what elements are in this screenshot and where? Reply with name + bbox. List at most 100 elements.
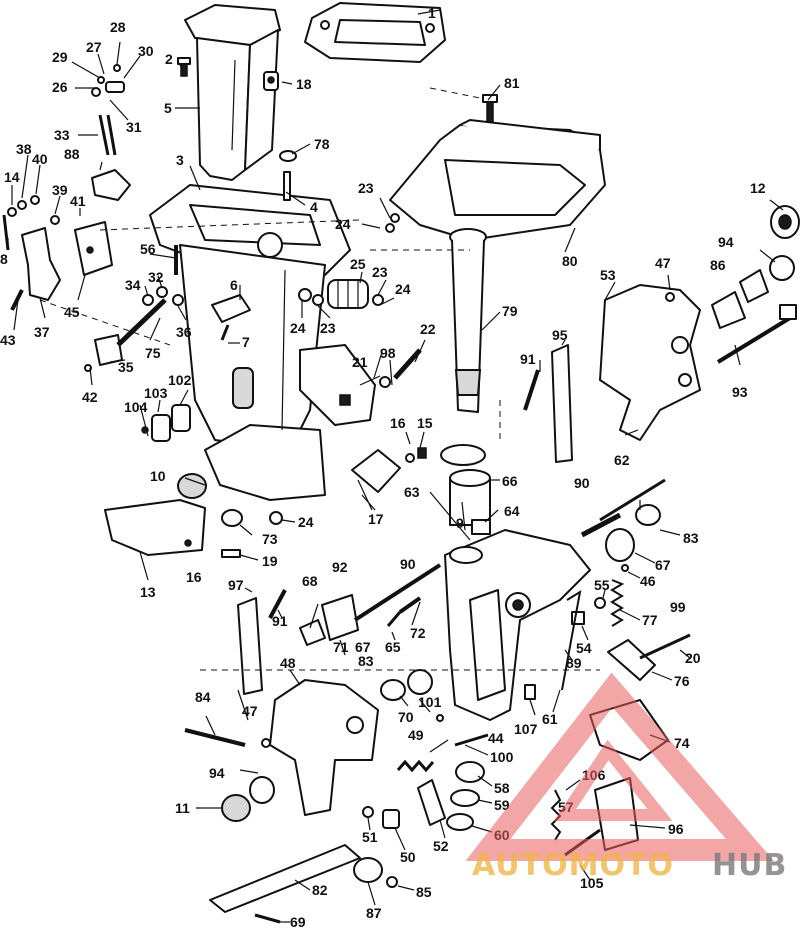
- part-screw-101: [436, 714, 444, 722]
- callout-54: 54: [576, 640, 592, 656]
- part-plates-102-103: [141, 404, 191, 442]
- part-small-hardware-left: [2, 195, 60, 251]
- callout-2: 2: [165, 51, 173, 67]
- part-bushing-66: [449, 469, 491, 526]
- callout-24c: 24: [290, 320, 306, 336]
- callout-68: 68: [302, 573, 318, 589]
- callout-88: 88: [64, 146, 80, 162]
- part-bushing-67b: [407, 669, 433, 695]
- part-grommet-73: [221, 509, 243, 527]
- callout-107: 107: [514, 721, 538, 737]
- callout-18: 18: [296, 76, 312, 92]
- callout-73: 73: [262, 531, 278, 547]
- callout-75: 75: [145, 345, 161, 361]
- callout-6: 6: [230, 277, 238, 293]
- part-fitting-107: [524, 684, 536, 700]
- callout-85: 85: [416, 884, 432, 900]
- part-nut-85: [386, 876, 398, 888]
- part-fitting-18: [263, 71, 279, 91]
- callout-28: 28: [110, 19, 126, 35]
- part-spring-77: [610, 579, 625, 627]
- callout-20: 20: [685, 650, 701, 666]
- callout-84: 84: [195, 689, 211, 705]
- part-nut-94a: [769, 255, 795, 281]
- callout-97: 97: [228, 577, 244, 593]
- callout-24b: 24: [395, 281, 411, 297]
- callout-102: 102: [168, 372, 192, 388]
- callout-25: 25: [350, 256, 366, 272]
- part-washer-83a: [635, 504, 661, 526]
- callout-19: 19: [262, 553, 278, 569]
- callout-104: 104: [124, 399, 148, 415]
- part-clamp-bracket-53: [599, 284, 701, 441]
- callout-16b: 16: [186, 569, 202, 585]
- part-clip-71: [299, 619, 326, 646]
- part-bushing-67a: [605, 528, 635, 562]
- part-oring-59: [450, 789, 480, 807]
- callout-79: 79: [502, 303, 518, 319]
- part-screw-19: [221, 549, 241, 558]
- callout-17: 17: [368, 511, 384, 527]
- callout-37: 37: [34, 324, 50, 340]
- callout-99: 99: [670, 599, 686, 615]
- callout-100: 100: [490, 749, 514, 765]
- watermark-text-hub: HUB: [712, 848, 787, 883]
- part-stud-4: [283, 171, 291, 201]
- callout-46: 46: [640, 573, 656, 589]
- callout-64: 64: [504, 503, 520, 519]
- callout-89: 89: [566, 655, 582, 671]
- watermark-triangle-icon: [465, 672, 775, 861]
- callout-95: 95: [552, 327, 568, 343]
- callout-4: 4: [310, 199, 318, 215]
- callout-23: 23: [358, 180, 374, 196]
- callout-83: 83: [683, 530, 699, 546]
- part-swivel-bracket-9: [444, 529, 591, 721]
- callout-103: 103: [144, 385, 168, 401]
- part-link-89: [561, 589, 582, 691]
- callout-90: 90: [574, 475, 590, 491]
- callout-34: 34: [125, 277, 141, 293]
- part-bushing-58: [455, 761, 485, 783]
- callout-47: 47: [655, 255, 671, 271]
- part-bar-82: [209, 844, 361, 913]
- callout-12: 12: [750, 180, 766, 196]
- callout-90b: 90: [400, 556, 416, 572]
- part-bolt-47a: [665, 292, 675, 302]
- callout-30: 30: [138, 43, 154, 59]
- callout-48: 48: [280, 655, 296, 671]
- part-block-50: [382, 809, 400, 829]
- callout-24: 24: [335, 216, 351, 232]
- callout-55: 55: [594, 577, 610, 593]
- callout-67b: 67: [355, 639, 371, 655]
- callout-76: 76: [674, 673, 690, 689]
- callout-66: 66: [502, 473, 518, 489]
- callout-49: 49: [408, 727, 424, 743]
- callout-31: 31: [126, 119, 142, 135]
- leader-lines: [7, 9, 784, 923]
- part-washer-60: [446, 813, 474, 831]
- callout-5: 5: [164, 100, 172, 116]
- part-cover-13: [104, 499, 206, 556]
- part-rod-93: [716, 304, 797, 364]
- part-spring-49: [396, 759, 435, 773]
- part-washer-83b: [380, 679, 406, 701]
- callout-39: 39: [52, 182, 68, 198]
- alignment-lines: [39, 87, 600, 671]
- part-screw-69: [254, 913, 281, 924]
- callout-71: 71: [333, 639, 349, 655]
- callout-52: 52: [433, 838, 449, 854]
- part-plate-45: [74, 221, 113, 276]
- callout-93: 93: [732, 384, 748, 400]
- callout-45: 45: [64, 304, 80, 320]
- callout-74: 74: [674, 735, 690, 751]
- automotohub-watermark: AUTOMOTO HUB: [465, 672, 787, 883]
- part-adapter-housing: [149, 184, 351, 501]
- callout-91: 91: [520, 351, 536, 367]
- part-gasket-top: [304, 2, 446, 63]
- part-clip-17: [351, 449, 401, 493]
- part-hardware-upper-left: [91, 64, 125, 156]
- part-latch-76: [607, 639, 656, 681]
- part-lever-97: [237, 597, 263, 695]
- part-bracket-6: [211, 294, 251, 341]
- part-rod-90b: [353, 563, 442, 622]
